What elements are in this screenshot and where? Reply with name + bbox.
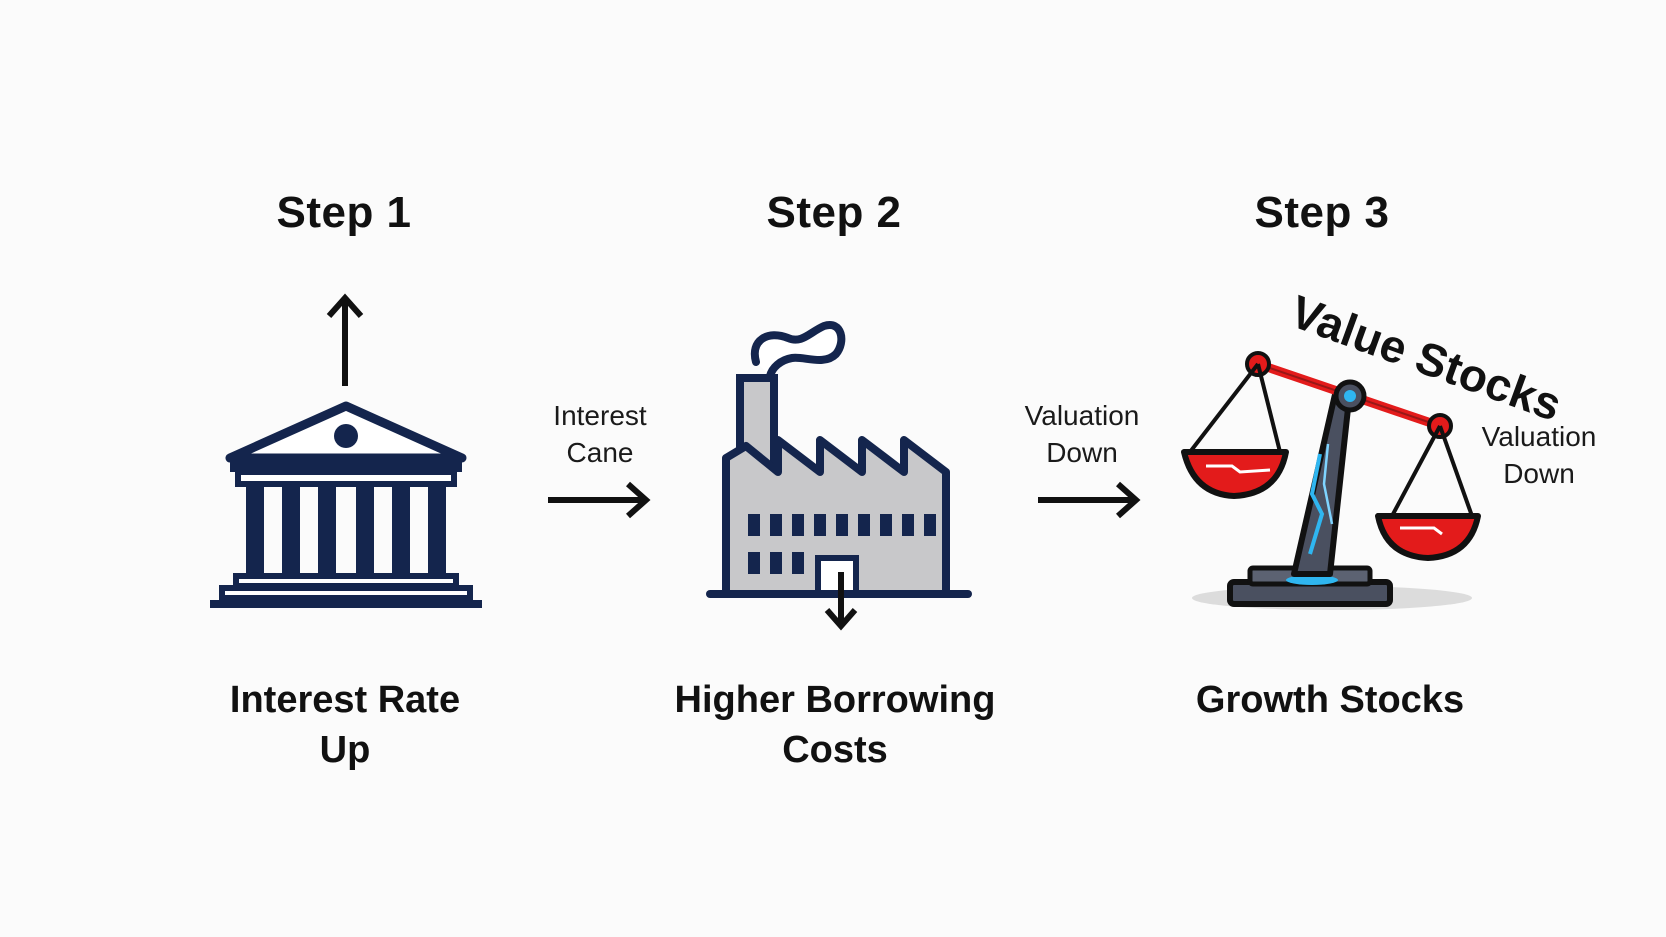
connector-2-label-line: Down — [1046, 437, 1118, 468]
connector-1-label-line: Interest — [553, 400, 647, 431]
step-2-caption-line: Higher Borrowing — [674, 679, 996, 721]
step-2-caption: Higher Borrowing Costs — [620, 675, 1050, 775]
scale-side-label: Valuation Down — [1444, 418, 1634, 492]
arrow-right-icon — [548, 481, 651, 519]
connector-2-label: Valuation Down — [992, 397, 1172, 471]
step-1-caption-line: Interest Rate — [229, 679, 461, 721]
step-2-caption-line: Costs — [782, 729, 888, 771]
step-1-title: Step 1 — [276, 188, 412, 237]
scale-side-label-line: Down — [1503, 458, 1575, 489]
scale-side-label-line: Valuation — [1481, 421, 1597, 452]
step-3-title: Step 3 — [1254, 188, 1390, 237]
connector-1-label: Interest Cane — [520, 397, 680, 471]
step-1-caption-line: Up — [319, 729, 371, 771]
step-1-caption: Interest Rate Up — [160, 675, 530, 775]
factory-icon — [706, 321, 972, 598]
arrow-down-icon — [824, 572, 858, 631]
bank-icon — [210, 401, 482, 608]
step-3-caption-line: Growth Stocks — [1195, 679, 1465, 721]
step-2-title: Step 2 — [766, 188, 902, 237]
arrow-right-icon — [1038, 481, 1141, 519]
connector-2-label-line: Valuation — [1024, 400, 1140, 431]
step-3-caption: Growth Stocks — [1140, 675, 1520, 725]
connector-1-label-line: Cane — [566, 437, 634, 468]
balance-scale-icon — [1181, 351, 1481, 610]
arrow-up-icon — [326, 293, 364, 386]
